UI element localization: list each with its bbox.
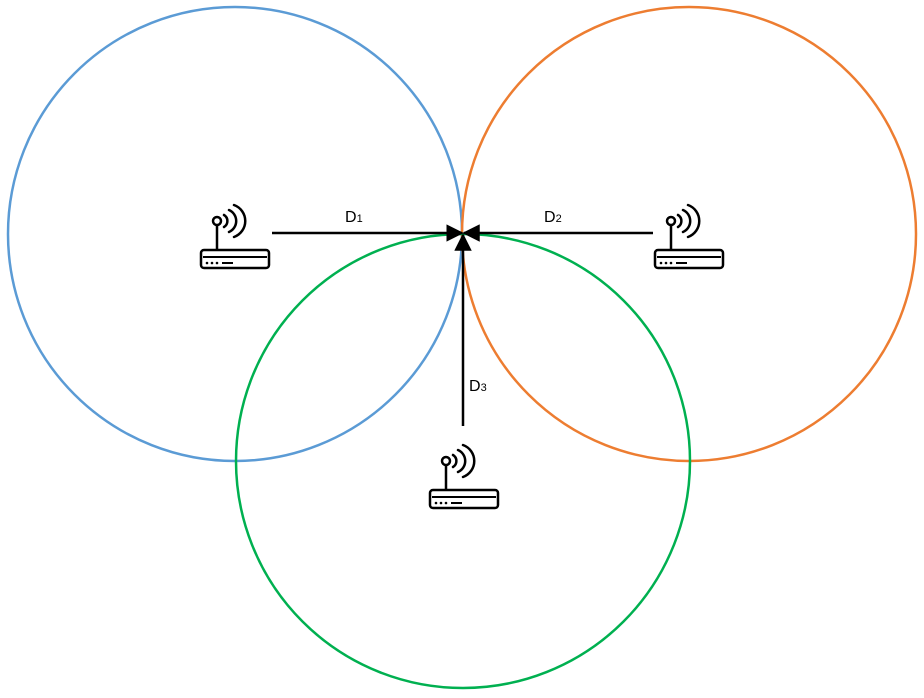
wifi-router-icon: [428, 443, 500, 510]
distance-label-d3-sub: 3: [481, 382, 487, 394]
distance-label-d1: D1: [345, 209, 363, 226]
distance-label-d2-sub: 2: [556, 213, 562, 225]
distance-label-d2-main: D: [544, 209, 556, 226]
wifi-router-icon: [653, 203, 725, 270]
distance-label-d1-sub: 1: [357, 213, 363, 225]
distance-label-d3-main: D: [469, 378, 481, 395]
distance-label-d1-main: D: [345, 209, 357, 226]
distance-label-d3: D3: [469, 378, 487, 395]
distance-label-d2: D2: [544, 209, 562, 226]
wifi-router-icon: [199, 203, 271, 270]
